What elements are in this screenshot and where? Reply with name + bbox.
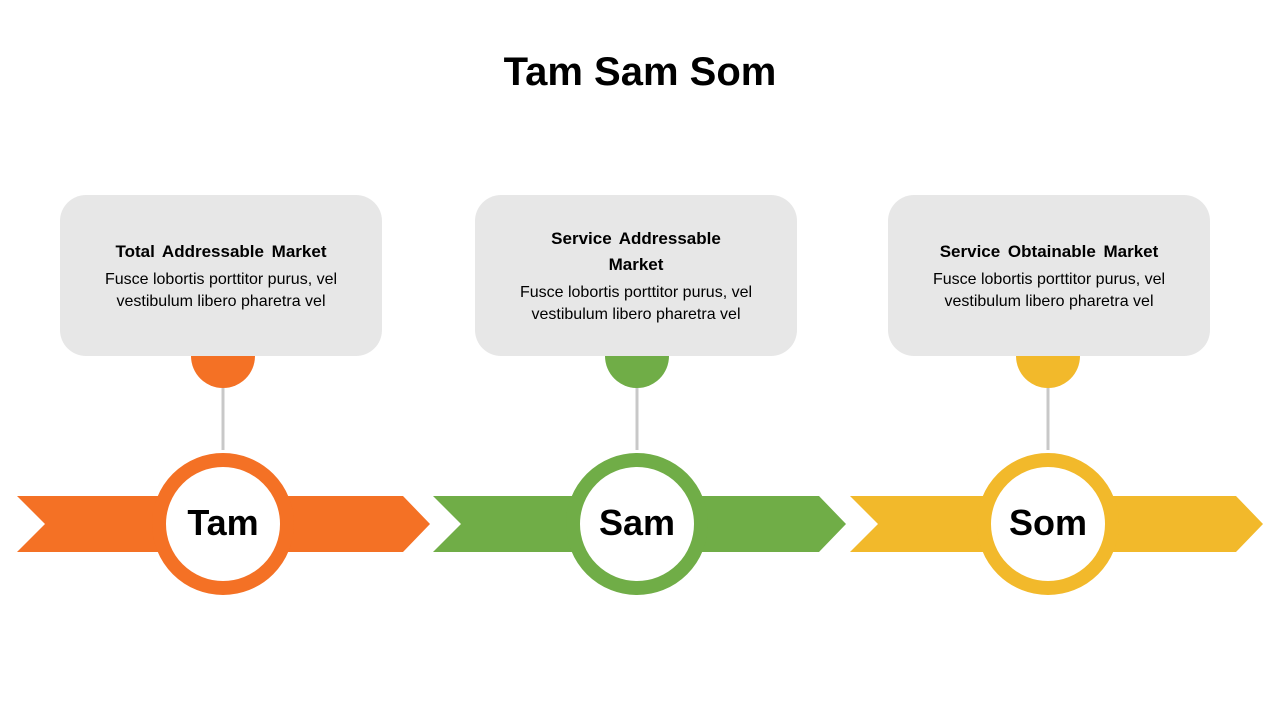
som-card: Service Obtainable Market Fusce lobortis… (888, 195, 1210, 356)
tam-label: Tam (187, 502, 259, 543)
som-label: Som (1008, 502, 1087, 543)
som-card-title: Service Obtainable Market (939, 241, 1159, 261)
som-ring (977, 453, 1119, 595)
sam-card-title: Service Addressable Market (551, 228, 721, 274)
slide-title: Tam Sam Som (503, 50, 777, 94)
som-card-body: Fusce lobortis porttitor purus, vel vest… (932, 270, 1166, 310)
sam-label: Sam (598, 502, 676, 543)
sam-ring (566, 453, 708, 595)
tam-card-title: Total Addressable Market (115, 241, 327, 261)
sam-card-body: Fusce lobortis porttitor purus, vel vest… (519, 283, 753, 323)
tam-ring (152, 453, 294, 595)
tam-card: Total Addressable Market Fusce lobortis … (60, 195, 382, 356)
sam-card: Service Addressable Market Fusce loborti… (475, 195, 797, 356)
tam-card-body: Fusce lobortis porttitor purus, vel vest… (104, 270, 338, 310)
